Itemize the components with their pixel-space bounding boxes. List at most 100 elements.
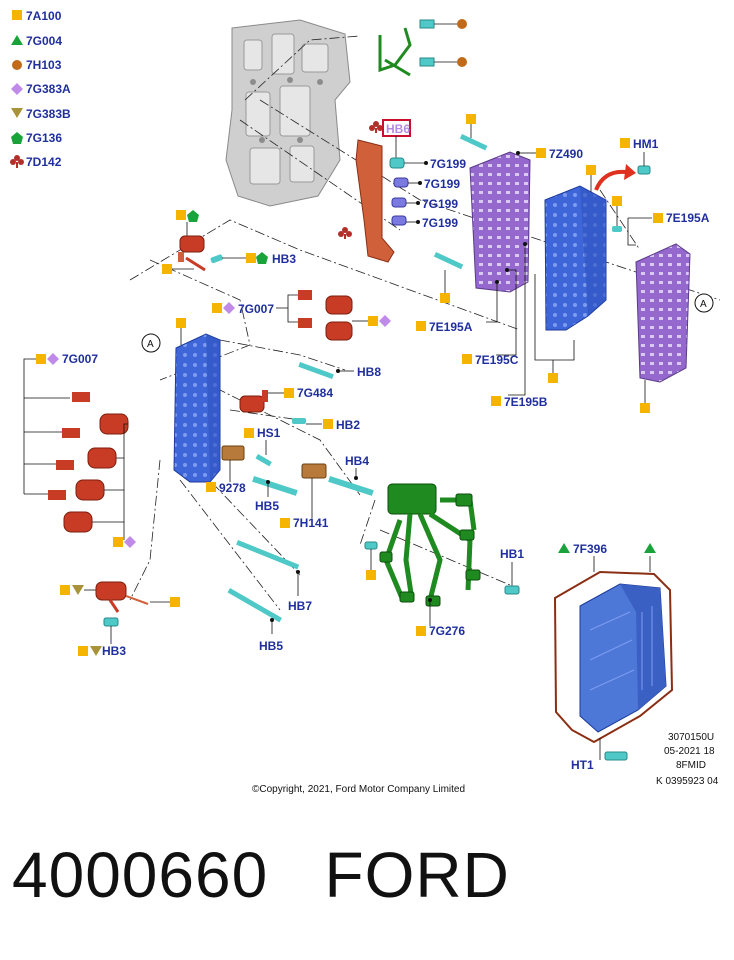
reference-circle-a-right: A [694, 293, 714, 313]
diagram-info: 3070150U 05-2021 18 8FMID K 0395923 04 [656, 732, 719, 787]
upper-bracket-assembly [378, 19, 467, 77]
marker-7g383b-icon [90, 646, 102, 656]
legend-item-7g383a: 7G383A [11, 82, 71, 96]
marker-7a100-icon [440, 293, 450, 303]
callout-7g199-3: 7G199 [422, 197, 458, 211]
marker-7a100-icon [368, 316, 378, 326]
callout-9278: 9278 [219, 481, 246, 495]
marker-7g383b-icon [72, 585, 84, 595]
svg-text:3070150U: 3070150U [668, 732, 714, 743]
svg-text:05-2021 18: 05-2021 18 [664, 746, 715, 757]
callout-7g276: 7G276 [429, 624, 465, 638]
marker-7g383a-icon [379, 315, 391, 327]
solenoid-bracket [338, 139, 395, 263]
callout-ht1: HT1 [571, 758, 594, 772]
marker-7a100-icon [612, 196, 622, 206]
callout-7e195a-left: 7E195A [429, 320, 473, 334]
callout-7g199-2: 7G199 [424, 177, 460, 191]
callout-7g007-top: 7G007 [238, 302, 274, 316]
marker-7a100-icon [491, 396, 501, 406]
separator-plate-upper [433, 133, 531, 293]
marker-7d142-icon [338, 227, 352, 239]
filter-parts-7g199 [389, 157, 428, 226]
solenoid-7g484 [239, 390, 268, 413]
marker-7h103-icon [457, 19, 467, 29]
marker-7a100-icon [323, 419, 333, 429]
legend-item-7d142: 7D142 [10, 155, 62, 169]
copyright-notice: ©Copyright, 2021, Ford Motor Company Lim… [252, 784, 465, 795]
legend-item-7h103: 7H103 [12, 58, 62, 72]
wiring-harness-7g276 [379, 483, 481, 607]
callout-7e195b: 7E195B [504, 395, 548, 409]
oil-pan [579, 583, 667, 733]
marker-7a100-icon [170, 597, 180, 607]
marker-7a100-icon [78, 646, 88, 656]
marker-7a100-icon [653, 213, 663, 223]
marker-7a100-icon [366, 570, 376, 580]
legend-item-7g136: 7G136 [11, 131, 62, 145]
marker-7a100-icon [162, 264, 172, 274]
marker-7g136-icon [187, 210, 199, 222]
callout-7h141: 7H141 [293, 516, 329, 530]
marker-7a100-icon [416, 321, 426, 331]
main-valve-body [173, 333, 221, 483]
sensor-7h141 [301, 463, 327, 479]
callout-hb8: HB8 [357, 365, 381, 379]
marker-7a100-icon [586, 165, 596, 175]
svg-text:7D142: 7D142 [26, 155, 62, 169]
solenoid-top [178, 235, 206, 272]
svg-text:K 0395923 04: K 0395923 04 [656, 776, 719, 787]
callout-hb5-mid: HB5 [255, 499, 279, 513]
marker-7g004-icon [644, 543, 656, 553]
marker-7d142-icon [369, 121, 383, 133]
sensor-9278 [221, 445, 245, 461]
legend-item-7g004: 7G004 [11, 34, 62, 48]
legend-item-7a100: 7A100 [12, 9, 62, 23]
marker-7a100-icon [416, 626, 426, 636]
svg-text:7G383B: 7G383B [26, 107, 71, 121]
callout-hs1: HS1 [257, 426, 281, 440]
marker-7a100-icon [246, 253, 256, 263]
callout-hb6: HB6 [369, 119, 411, 160]
callout-7e195c: 7E195C [475, 353, 519, 367]
svg-text:7A100: 7A100 [26, 9, 62, 23]
marker-7a100-icon [462, 354, 472, 364]
marker-7a100-icon [60, 585, 70, 595]
svg-text:7H103: 7H103 [26, 58, 62, 72]
leader-group-7e195 [486, 242, 575, 396]
marker-7a100-icon [176, 318, 186, 328]
marker-7a100-icon [620, 138, 630, 148]
solenoid-stack-left [48, 392, 129, 533]
marker-7h103-icon [457, 57, 467, 67]
svg-text:7G383A: 7G383A [26, 82, 71, 96]
svg-text:HB6: HB6 [386, 122, 410, 136]
separator-plate-lower [635, 243, 691, 383]
callout-hb4: HB4 [345, 454, 369, 468]
marker-7a100-icon [36, 354, 46, 364]
transmission-housing [225, 19, 351, 207]
callout-hb5-bottom: HB5 [259, 639, 283, 653]
marker-7a100-icon [640, 403, 650, 413]
oil-pan-gasket [553, 570, 674, 744]
marker-7a100-icon [113, 537, 123, 547]
solenoid-pair-top [298, 290, 353, 341]
svg-text:A: A [147, 339, 154, 350]
svg-text:7G136: 7G136 [26, 131, 62, 145]
marker-7a100-icon [244, 428, 254, 438]
callout-hm1: HM1 [633, 137, 659, 151]
marker-7a100-icon [206, 482, 216, 492]
marker-7g383a-icon [124, 536, 136, 548]
callout-7g199-4: 7G199 [422, 216, 458, 230]
marker-7g004-icon [558, 543, 570, 553]
marker-7a100-icon [466, 114, 476, 124]
marker-7g383a-icon [223, 302, 235, 314]
marker-7a100-icon [280, 518, 290, 528]
callout-hb1: HB1 [500, 547, 524, 561]
marker-7a100-icon [536, 148, 546, 158]
callout-7g484: 7G484 [297, 386, 333, 400]
part-number-footer: 4000660 FORD [12, 839, 510, 911]
svg-text:7G004: 7G004 [26, 34, 62, 48]
marker-7a100-icon [212, 303, 222, 313]
callout-7e195a-right: 7E195A [666, 211, 710, 225]
